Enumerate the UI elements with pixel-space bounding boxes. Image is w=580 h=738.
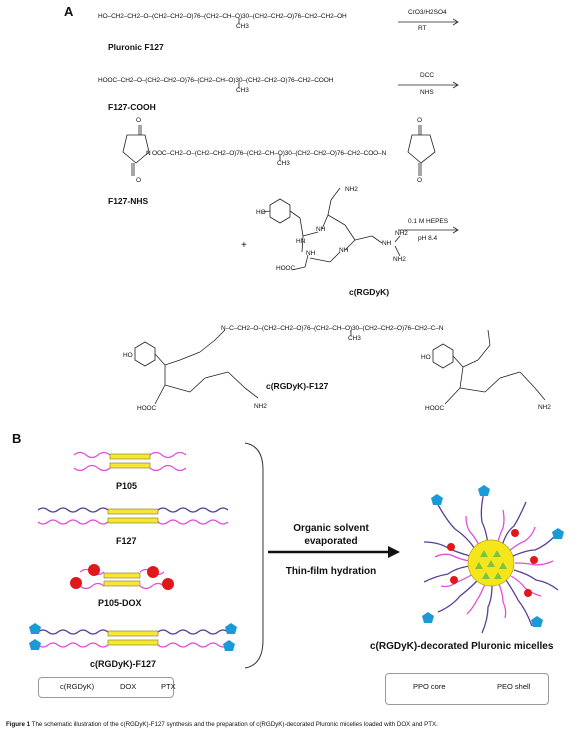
- pluronic-f127-label: Pluronic F127: [108, 42, 164, 52]
- p105-dox-label: P105-DOX: [98, 598, 142, 608]
- caption-figure-number: Figure 1: [6, 721, 31, 728]
- f127-cooh-label: F127-COOH: [108, 102, 156, 112]
- legend-ptx-label: PTX: [161, 682, 176, 691]
- nhs-oxygen-label: O: [136, 117, 141, 124]
- reagent-1-top: CrO3/H2SO4: [408, 9, 447, 16]
- step-hydration: Thin-film hydration: [285, 566, 377, 577]
- reagent-3-bottom: pH 8.4: [418, 235, 438, 242]
- product-peptide-left: [134, 329, 259, 405]
- product-left-nh2: NH2: [254, 403, 267, 410]
- legend-drugs: [38, 677, 174, 698]
- reagent-3-top: 0.1 M HEPES: [408, 218, 449, 225]
- micelle-label: c(RGDyK)-decorated Pluronic micelles: [370, 641, 554, 652]
- product-label: c(RGDyK)-F127: [266, 381, 329, 391]
- legend-core-label: PPO core: [413, 682, 446, 691]
- p105-polymer: [73, 451, 187, 472]
- reaction-arrow-1-head: [452, 18, 459, 26]
- reaction-arrow-2-head: [452, 81, 459, 89]
- reaction-arrow-3-head: [452, 226, 459, 234]
- peptide-ho: HO: [256, 209, 266, 216]
- peptide-nh2: NH2: [345, 186, 358, 193]
- peptide-hn: HN: [296, 238, 306, 245]
- legend-shell-label: PEO shell: [497, 682, 531, 691]
- caption-text: The schematic illustration of the c(RGDy…: [30, 721, 438, 728]
- peptide-hooc: HOOC: [276, 265, 296, 272]
- peptide-nh: NH: [382, 240, 392, 247]
- f127-nhs-formula: OOC–CH2–O–(CH2–CH2–O)76–(CH2–CH–O)30–(CH…: [152, 150, 387, 157]
- rgd-f127-label: c(RGDyK)-F127: [90, 659, 157, 669]
- pluronic-f127-formula: HO–CH2–CH2–O–(CH2–CH2–O)76–(CH2–CH–O)30–…: [98, 13, 347, 20]
- peptide-structure: [261, 187, 401, 271]
- nhs-oxygen-label: O: [136, 177, 141, 184]
- product-right-nh2: NH2: [538, 404, 551, 411]
- peptide-nh: NH: [306, 250, 316, 257]
- micelle: [422, 485, 564, 634]
- peptide-nh2: NH2: [393, 256, 406, 263]
- panel-b-letter: B: [12, 431, 22, 446]
- reagent-1-bottom: RT: [418, 25, 427, 32]
- product-formula: N–C–CH2–O–(CH2–CH2–O)76–(CH2–CH–O)30–(CH…: [221, 325, 444, 332]
- methyl-group: CH3: [348, 335, 361, 342]
- plus-sign: +: [241, 240, 247, 251]
- nhs-ring-right: [407, 134, 436, 164]
- nhs-nitrogen-label: N: [146, 150, 151, 157]
- p105-label: P105: [116, 481, 138, 491]
- p105-dox-polymer: [70, 564, 174, 590]
- f127-cooh-formula: HOOC–CH2–O–(CH2–CH2–O)76–(CH2–CH–O)30–(C…: [98, 77, 334, 84]
- methyl-group: CH3: [236, 87, 249, 94]
- legend-rgd-label: c(RGDyK): [60, 682, 95, 691]
- peptide-nh: NH: [339, 247, 349, 254]
- peptide-label: c(RGDyK): [349, 287, 390, 297]
- product-left-ho: HO: [123, 352, 133, 359]
- reagent-2-bottom: NHS: [420, 89, 434, 96]
- product-right-hooc: HOOC: [425, 405, 445, 412]
- process-arrow-head: [388, 546, 400, 558]
- product-peptide-right: [432, 329, 546, 405]
- peptide-nh: NH: [316, 226, 326, 233]
- legend-dox-label: DOX: [120, 682, 137, 691]
- methyl-group: CH3: [236, 23, 249, 30]
- nhs-oxygen-label: O: [417, 177, 422, 184]
- f127-polymer: [37, 507, 229, 525]
- legend-micelle: [385, 673, 549, 705]
- product-right-ho: HO: [421, 354, 431, 361]
- step-solvent-line1: Organic solvent: [293, 523, 369, 534]
- figure-caption: Figure 1 The schematic illustration of t…: [6, 721, 576, 728]
- peptide-nh2: NH2: [395, 230, 408, 237]
- f127-nhs-label: F127-NHS: [108, 196, 149, 206]
- nhs-ring-left: [122, 134, 150, 164]
- panel-a-letter: A: [64, 4, 74, 19]
- rgd-f127-polymer: [29, 623, 237, 651]
- nhs-oxygen-label: O: [417, 117, 422, 124]
- group-bracket: [244, 442, 264, 669]
- product-left-hooc: HOOC: [137, 405, 157, 412]
- f127-label: F127: [116, 536, 137, 546]
- reagent-2-top: DCC: [420, 72, 435, 79]
- methyl-group: CH3: [277, 160, 290, 167]
- step-solvent-line2: evaporated: [304, 536, 358, 547]
